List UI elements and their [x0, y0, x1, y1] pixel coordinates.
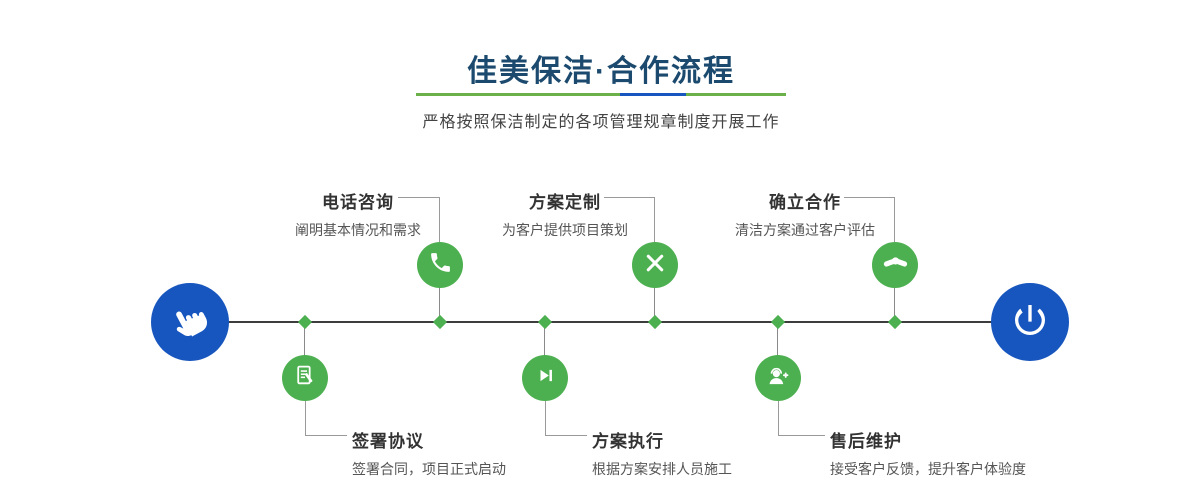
phone-icon — [428, 250, 453, 280]
step-label: 电话咨询 — [322, 193, 394, 212]
label-connector — [778, 401, 825, 436]
power-icon — [1010, 300, 1050, 345]
step-desc: 接受客户反馈，提升客户体验度 — [830, 461, 1026, 477]
step-desc: 清洁方案通过客户评估 — [735, 222, 875, 238]
step-circle-design — [632, 242, 678, 288]
label-connector — [844, 197, 895, 242]
step-desc: 根据方案安排人员施工 — [592, 461, 732, 477]
customer-service-icon — [765, 363, 791, 394]
connector-stub — [777, 323, 778, 356]
page-subtitle: 严格按照保洁制定的各项管理规章制度开展工作 — [422, 114, 780, 131]
timeline-start-node — [151, 283, 229, 361]
title-underline — [416, 93, 786, 96]
step-circle-cooperation — [872, 242, 918, 288]
step-establish-cooperation: 确立合作 清洁方案通过客户评估 — [730, 188, 880, 240]
timeline-line — [190, 321, 1030, 323]
step-phone-consult: 电话咨询 阐明基本情况和需求 — [283, 188, 433, 240]
connector-stub — [654, 287, 655, 319]
underline-green-segment — [686, 93, 786, 96]
timeline-diamond — [647, 314, 663, 330]
step-circle-contract — [282, 355, 328, 401]
page-title: 佳美保洁·合作流程 — [467, 55, 735, 88]
step-desc: 签署合同，项目正式启动 — [352, 461, 506, 477]
play-next-icon — [533, 363, 558, 393]
step-circle-execution — [522, 355, 568, 401]
connector-stub — [894, 287, 895, 319]
label-connector — [398, 197, 440, 242]
step-label: 签署协议 — [352, 432, 424, 451]
step-label: 售后维护 — [830, 432, 902, 451]
timeline-diamond — [537, 314, 553, 330]
connector-stub — [439, 287, 440, 319]
handshake-icon — [882, 249, 909, 281]
step-desc: 阐明基本情况和需求 — [295, 222, 421, 238]
label-connector — [604, 197, 655, 242]
step-sign-agreement: 签署协议 签署合同，项目正式启动 — [352, 427, 506, 479]
step-plan-design: 方案定制 为客户提供项目策划 — [490, 188, 640, 240]
step-aftersales-maintenance: 售后维护 接受客户反馈，提升客户体验度 — [830, 427, 1026, 479]
timeline-diamond — [887, 314, 903, 330]
step-label: 确立合作 — [769, 193, 841, 212]
underline-blue-segment — [619, 93, 687, 96]
timeline-diamond — [432, 314, 448, 330]
contract-icon — [293, 363, 318, 393]
connector-stub — [544, 323, 545, 356]
label-connector — [545, 401, 587, 436]
step-label: 方案定制 — [529, 193, 601, 212]
label-connector — [305, 401, 347, 436]
timeline-diamond — [297, 314, 313, 330]
step-label: 方案执行 — [592, 432, 664, 451]
design-pencil-icon — [642, 250, 668, 281]
pointing-hand-icon — [163, 294, 217, 350]
timeline-diamond — [770, 314, 786, 330]
step-circle-aftersales — [755, 355, 801, 401]
connector-stub — [304, 323, 305, 356]
step-plan-execution: 方案执行 根据方案安排人员施工 — [592, 427, 732, 479]
step-circle-phone — [417, 242, 463, 288]
underline-green-segment — [416, 93, 620, 96]
step-desc: 为客户提供项目策划 — [502, 222, 628, 238]
timeline-end-node — [991, 283, 1069, 361]
